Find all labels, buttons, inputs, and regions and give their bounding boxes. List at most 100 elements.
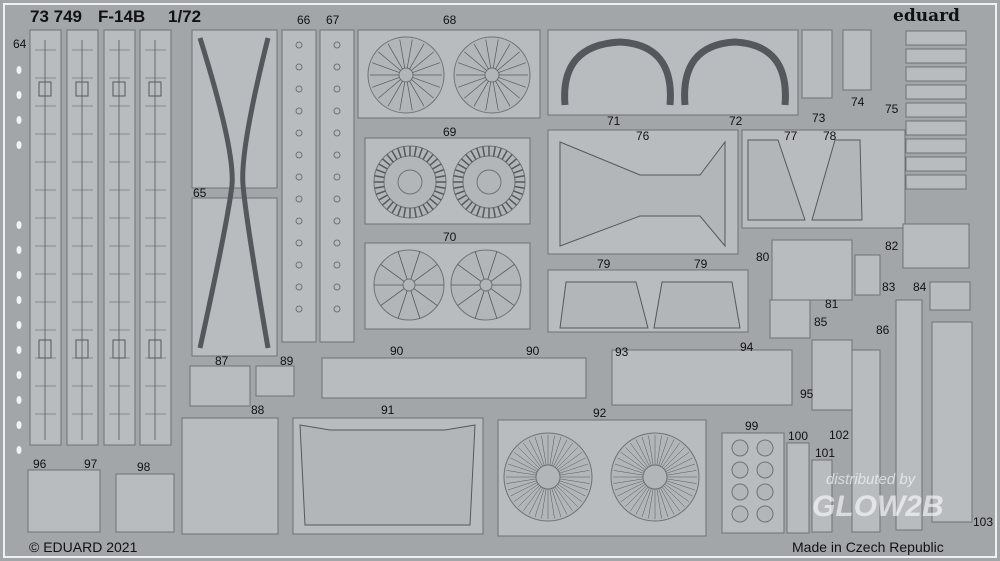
etch-line — [474, 251, 485, 280]
vent-hole — [16, 371, 22, 379]
etch-line — [495, 43, 511, 70]
etch-line — [513, 452, 539, 471]
part-number-label: 87 — [215, 354, 229, 368]
etch-line — [475, 206, 481, 217]
part-number-label: 90 — [390, 344, 404, 358]
etch-line — [429, 198, 439, 206]
etch-line — [411, 79, 434, 99]
etch-line — [513, 190, 524, 196]
etch-line — [378, 51, 401, 71]
parts-82 — [902, 223, 970, 269]
etch-line — [501, 204, 508, 214]
etch-line — [656, 435, 662, 466]
part-number-label: 89 — [280, 354, 294, 368]
etch-line — [501, 150, 508, 160]
etch-line — [460, 198, 470, 206]
part-number-label: 91 — [381, 403, 395, 417]
etched-disc — [333, 239, 341, 247]
etch-line — [387, 80, 403, 107]
etch-line — [457, 163, 467, 170]
brand-logo: eduard — [893, 6, 960, 26]
part-number-label: 97 — [84, 457, 98, 471]
etched-disc — [333, 129, 341, 137]
etch-line — [660, 487, 675, 515]
etched-disc — [731, 439, 749, 457]
etch-line — [559, 478, 590, 484]
part-number-label: 83 — [882, 280, 896, 294]
box-part-74 — [842, 29, 872, 91]
etch-line — [497, 206, 503, 217]
etched-disc — [333, 41, 341, 49]
etched-disc — [295, 261, 303, 269]
etch-line — [413, 264, 438, 282]
etch-line — [666, 463, 696, 474]
etched-disc — [479, 278, 493, 292]
part-number-label: 100 — [788, 429, 809, 443]
part-number-label: 85 — [814, 315, 828, 329]
etch-line — [487, 251, 498, 280]
model-name: F-14B — [98, 7, 146, 26]
etch-line — [635, 439, 650, 467]
etch-line — [528, 439, 543, 467]
vent-hole — [16, 396, 22, 404]
etch-line — [497, 79, 520, 99]
etch-slot — [38, 81, 52, 97]
etched-disc — [731, 461, 749, 479]
strip-part-64 — [103, 29, 136, 446]
part-number-label: 77 — [784, 129, 798, 143]
etch-line — [663, 485, 685, 507]
etch-line — [372, 62, 400, 73]
part-number-label: 75 — [885, 102, 899, 116]
etched-disc — [756, 505, 774, 523]
etch-line — [411, 51, 434, 71]
etch-line — [465, 201, 473, 211]
vent-hole — [16, 116, 22, 124]
part-number-label: 81 — [825, 297, 839, 311]
etch-line — [553, 439, 568, 467]
tab-part-75 — [905, 156, 967, 172]
etch-line — [470, 204, 477, 214]
etched-disc — [333, 217, 341, 225]
etch-line — [464, 79, 487, 99]
etch-line — [508, 158, 518, 166]
etch-line — [387, 43, 403, 70]
vent-hole — [16, 141, 22, 149]
etch-line — [490, 288, 515, 306]
part-100 — [786, 442, 810, 534]
copyright-text: © EDUARD 2021 — [29, 539, 138, 555]
part-number-label: 71 — [607, 114, 621, 128]
part-101 — [811, 459, 833, 533]
etch-line — [665, 457, 693, 472]
etched-disc — [756, 483, 774, 501]
etched-disc — [295, 239, 303, 247]
etch-line — [625, 447, 647, 469]
etch-line — [506, 478, 537, 484]
etch-line — [490, 264, 515, 282]
etch-line — [514, 175, 525, 179]
etch-line — [418, 206, 424, 217]
etch-line — [381, 198, 391, 206]
etch-line — [505, 153, 513, 163]
etch-line — [518, 447, 540, 469]
parts-98 — [115, 473, 175, 533]
etch-line — [641, 488, 652, 518]
etch-line — [614, 480, 644, 491]
etch-line — [556, 485, 578, 507]
etch-slot — [148, 81, 162, 97]
etch-line — [559, 480, 589, 491]
etch-line — [378, 163, 388, 170]
etch-line — [630, 442, 649, 468]
etch-line — [541, 435, 547, 466]
panel-part-77 — [747, 139, 806, 221]
etch-line — [541, 488, 547, 519]
etched-disc — [535, 464, 561, 490]
panel-part-78 — [811, 139, 863, 221]
etch-line — [505, 201, 513, 211]
etch-line — [523, 442, 542, 468]
etch-line — [498, 77, 526, 88]
parts-80-81 — [771, 239, 853, 301]
etch-line — [375, 190, 386, 196]
part-number-label: 66 — [297, 13, 311, 27]
tab-part-75 — [905, 48, 967, 64]
etched-disc — [295, 195, 303, 203]
